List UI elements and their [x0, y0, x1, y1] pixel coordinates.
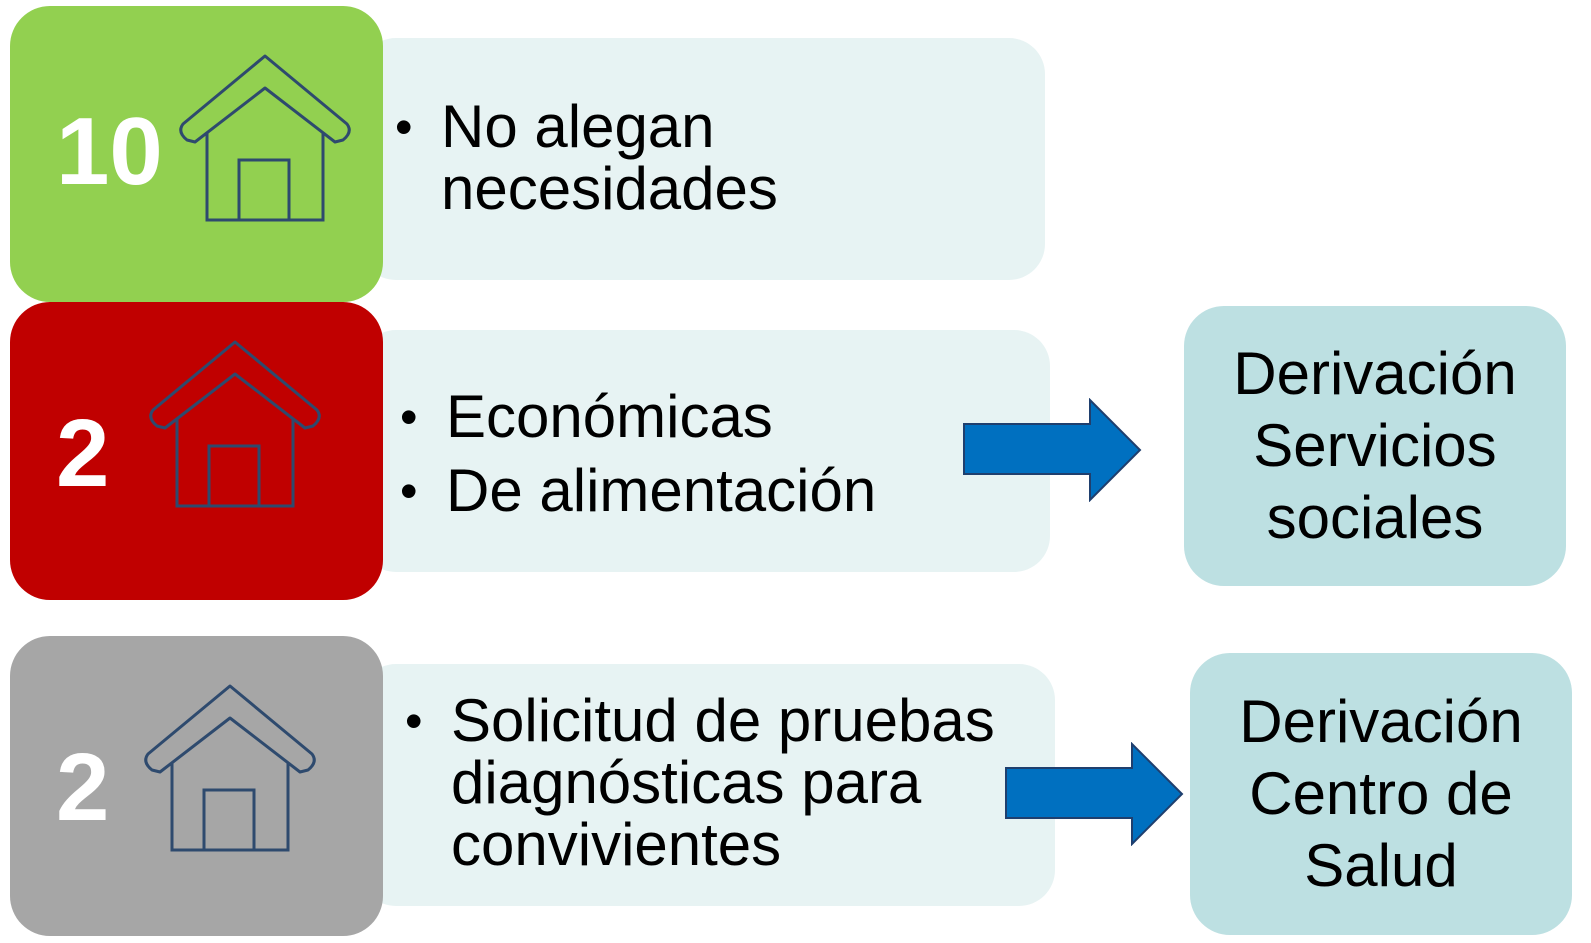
row-1-tile: [10, 6, 383, 302]
house-icon: [149, 340, 321, 508]
row-3-destination-label: Derivación Centro de Salud: [1239, 688, 1523, 899]
row-1-needs-list: No alegan necesidades: [395, 96, 955, 220]
row-3-destination: Derivación Centro de Salud: [1190, 653, 1572, 935]
right-arrow-icon: [963, 398, 1142, 502]
row-2-destination: Derivación Servicios sociales: [1184, 306, 1566, 586]
right-arrow-icon: [1005, 742, 1184, 846]
row-1-need-item: No alegan necesidades: [395, 96, 955, 220]
row-2-needs-list: Económicas De alimentación: [400, 380, 1000, 528]
row-1-count: 10: [56, 98, 163, 205]
row-3-needs-list: Solicitud de pruebas diagnósticas para c…: [405, 690, 1015, 876]
row-2-need-item: De alimentación: [400, 454, 1000, 528]
row-3-need-item: Solicitud de pruebas diagnósticas para c…: [405, 690, 1015, 876]
row-2-tile: [10, 302, 383, 600]
house-icon: [179, 54, 351, 222]
row-2-count: 2: [56, 400, 110, 507]
house-icon: [144, 684, 316, 852]
row-3-count: 2: [56, 734, 110, 841]
row-2-need-item: Económicas: [400, 380, 1000, 454]
row-3-tile: [10, 636, 383, 936]
row-2-destination-label: Derivación Servicios sociales: [1233, 340, 1517, 551]
